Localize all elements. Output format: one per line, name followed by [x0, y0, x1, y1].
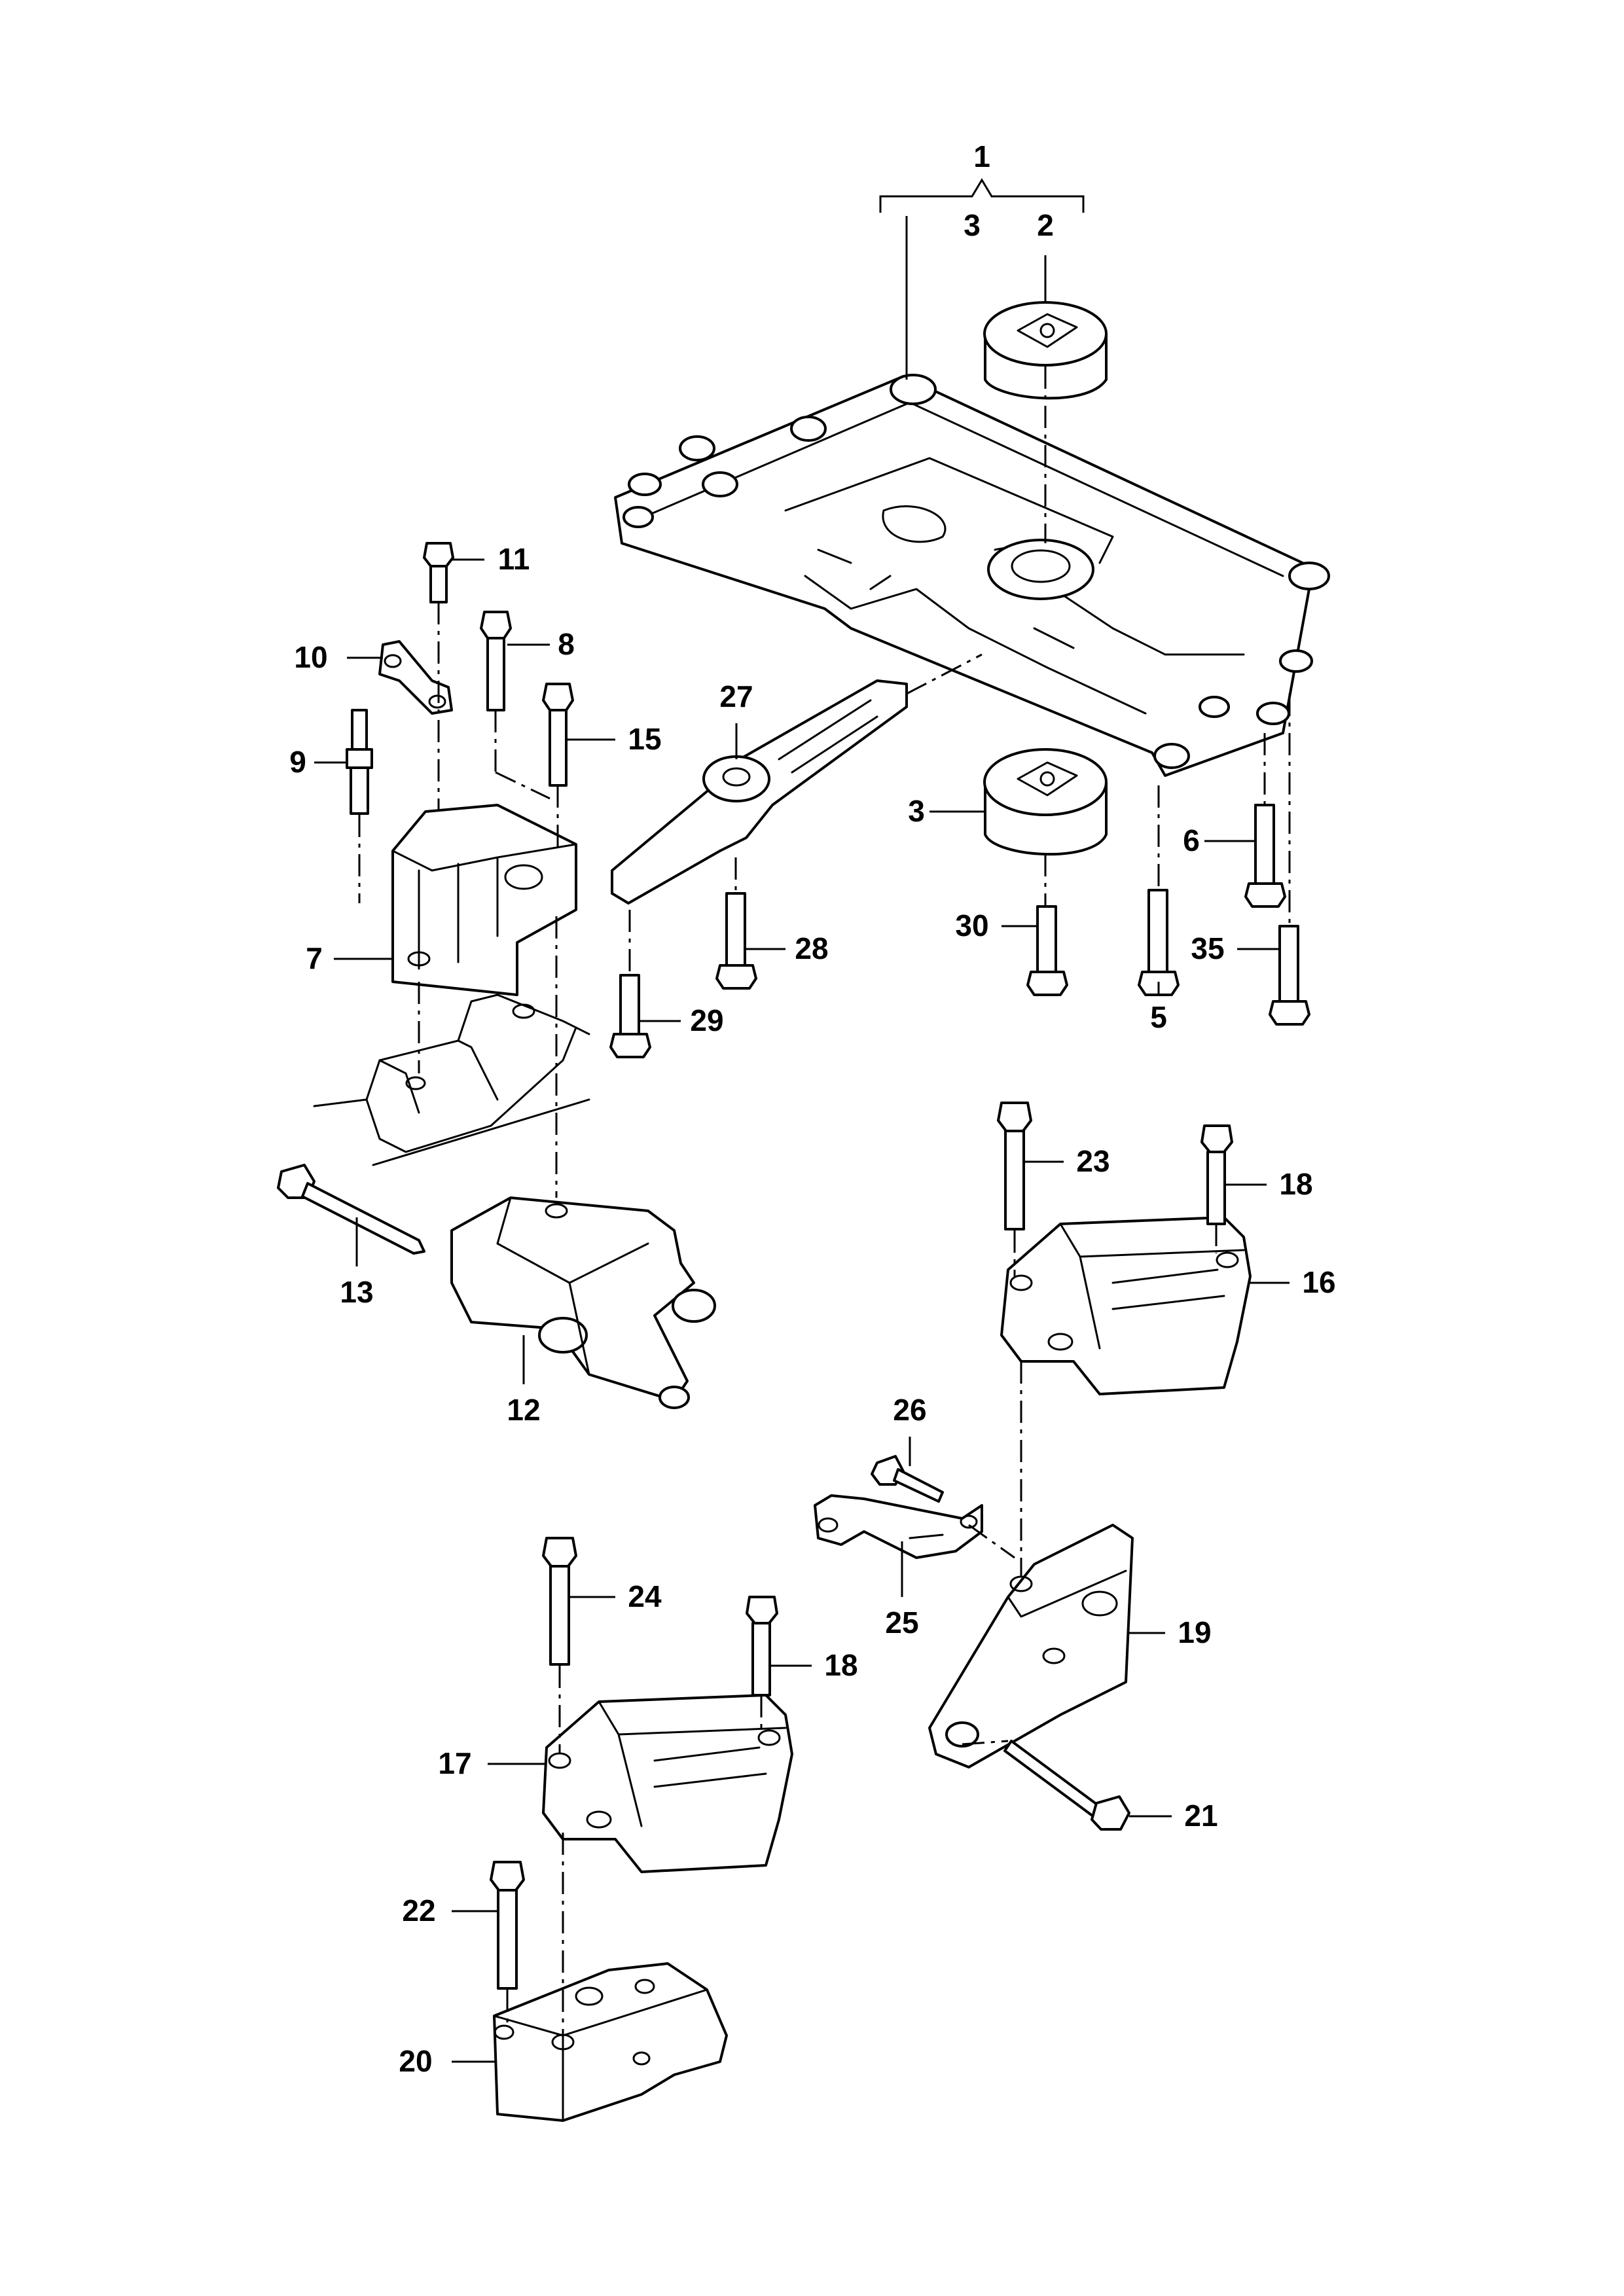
gearbox-bracket-12[interactable] [450, 1196, 716, 1409]
leader-lines [314, 178, 1290, 2063]
callout-5: 5 [1150, 1000, 1167, 1034]
bolt-22[interactable] [490, 1861, 525, 1990]
callout-28: 28 [795, 931, 828, 965]
bolt-26[interactable] [871, 1455, 944, 1503]
callout-35: 35 [1191, 931, 1224, 965]
callout-10: 10 [294, 640, 327, 674]
callout-2: 2 [1037, 208, 1054, 242]
gearbox-mount-17[interactable] [542, 1694, 793, 1873]
engine-mount-7[interactable] [391, 804, 577, 996]
bushing-upper[interactable] [983, 301, 1108, 400]
bolt-29[interactable] [609, 974, 651, 1058]
callout-1: 1 [973, 139, 990, 173]
callout-24: 24 [628, 1579, 662, 1613]
bolt-23[interactable] [997, 1102, 1032, 1230]
body-bracket [313, 994, 590, 1166]
body-bracket-20[interactable] [493, 1962, 728, 2122]
callout-22: 22 [402, 1893, 435, 1928]
callout-18-lower: 18 [824, 1648, 857, 1682]
bracket-25[interactable] [814, 1494, 983, 1559]
callout-18-upper: 18 [1279, 1167, 1312, 1201]
callout-3-lower: 3 [908, 794, 925, 828]
bolt-15[interactable] [542, 683, 574, 787]
bolt-5[interactable] [1138, 889, 1180, 996]
callout-8: 8 [558, 627, 575, 661]
callout-17: 17 [438, 1746, 471, 1780]
gearbox-bracket-19[interactable] [928, 1524, 1134, 1768]
callout-7: 7 [306, 941, 323, 975]
bolt-35[interactable] [1269, 925, 1310, 1026]
callout-26: 26 [893, 1393, 926, 1427]
callout-numbers: 1 3 2 3 5 6 35 30 27 28 29 11 8 15 10 9 … [289, 139, 1335, 2078]
bracket-10[interactable] [378, 640, 453, 715]
callout-12: 12 [507, 1393, 540, 1427]
callout-3-top: 3 [964, 208, 981, 242]
callout-6: 6 [1183, 823, 1200, 857]
bolt-8[interactable] [480, 611, 512, 711]
bolt-6[interactable] [1244, 804, 1286, 908]
subframe-assembly[interactable] [614, 374, 1330, 777]
bolt-18-lower[interactable] [746, 1596, 778, 1696]
torque-rod[interactable] [611, 679, 908, 905]
bolt-24[interactable] [542, 1537, 577, 1666]
callout-9: 9 [289, 745, 306, 779]
callout-25: 25 [885, 1605, 918, 1640]
callout-27: 27 [719, 679, 753, 713]
callout-11: 11 [498, 542, 530, 576]
bushing-lower[interactable] [983, 748, 1108, 855]
gearbox-mount-16[interactable] [1000, 1216, 1252, 1395]
bolt-28[interactable] [715, 892, 757, 990]
callout-15: 15 [628, 722, 661, 756]
callout-30: 30 [955, 908, 988, 942]
callout-29: 29 [690, 1003, 723, 1037]
bolt-30[interactable] [1026, 905, 1068, 996]
callout-16: 16 [1302, 1265, 1335, 1299]
assembly-axis-lines [358, 367, 1291, 2036]
callout-21: 21 [1184, 1799, 1218, 1833]
callout-23: 23 [1076, 1144, 1110, 1178]
bolt-21[interactable] [1003, 1740, 1130, 1831]
bolt-18-upper[interactable] [1200, 1124, 1233, 1225]
bolt-13[interactable] [277, 1164, 425, 1255]
bolt-11[interactable] [423, 542, 454, 603]
callout-13: 13 [340, 1275, 373, 1309]
stud-9[interactable] [346, 709, 373, 815]
callout-20: 20 [399, 2044, 432, 2078]
callout-19: 19 [1178, 1615, 1211, 1649]
